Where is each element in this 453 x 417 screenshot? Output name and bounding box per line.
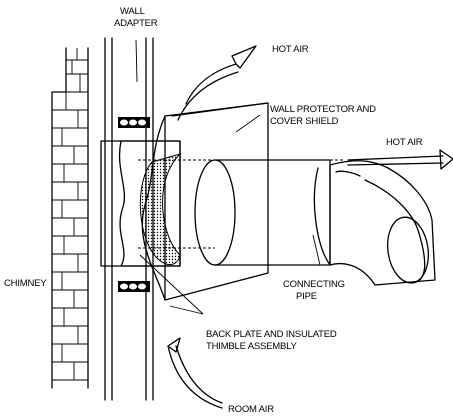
- hot-air-arrow-right: [347, 149, 453, 170]
- label-back-plate-line1: BACK PLATE AND INSULATED: [206, 329, 337, 340]
- hot-air-arrow-top: [177, 45, 257, 121]
- label-connecting-pipe-line2: PIPE: [296, 291, 317, 302]
- label-wall-adapter-line1: WALL: [120, 6, 145, 17]
- label-hot-air-top: HOT AIR: [272, 44, 309, 55]
- wall-adapter-gasket-bottom: [118, 281, 150, 292]
- diagram-labels: WALL ADAPTER HOT AIR WALL PROTECTOR AND …: [4, 6, 423, 415]
- label-wall-protector-line1: WALL PROTECTOR AND: [270, 104, 376, 115]
- leader-lines: [135, 39, 321, 315]
- wall-section: [104, 37, 154, 401]
- label-wall-adapter-line2: ADAPTER: [114, 18, 158, 29]
- label-hot-air-right: HOT AIR: [386, 137, 423, 148]
- pipe-elbow: [313, 160, 436, 286]
- label-wall-protector-line2: COVER SHIELD: [270, 116, 339, 127]
- label-room-air: ROOM AIR: [228, 404, 274, 415]
- label-chimney: CHIMNEY: [4, 278, 47, 289]
- insulated-thimble-ring: [139, 152, 182, 265]
- label-connecting-pipe-line1: CONNECTING: [283, 279, 345, 290]
- back-plate: [100, 140, 181, 267]
- chimney-brickwork: [51, 47, 89, 389]
- room-air-arrow: [167, 337, 223, 409]
- wall-adapter-gasket-top: [118, 117, 150, 128]
- label-back-plate-line2: THIMBLE ASSEMBLY: [206, 341, 297, 352]
